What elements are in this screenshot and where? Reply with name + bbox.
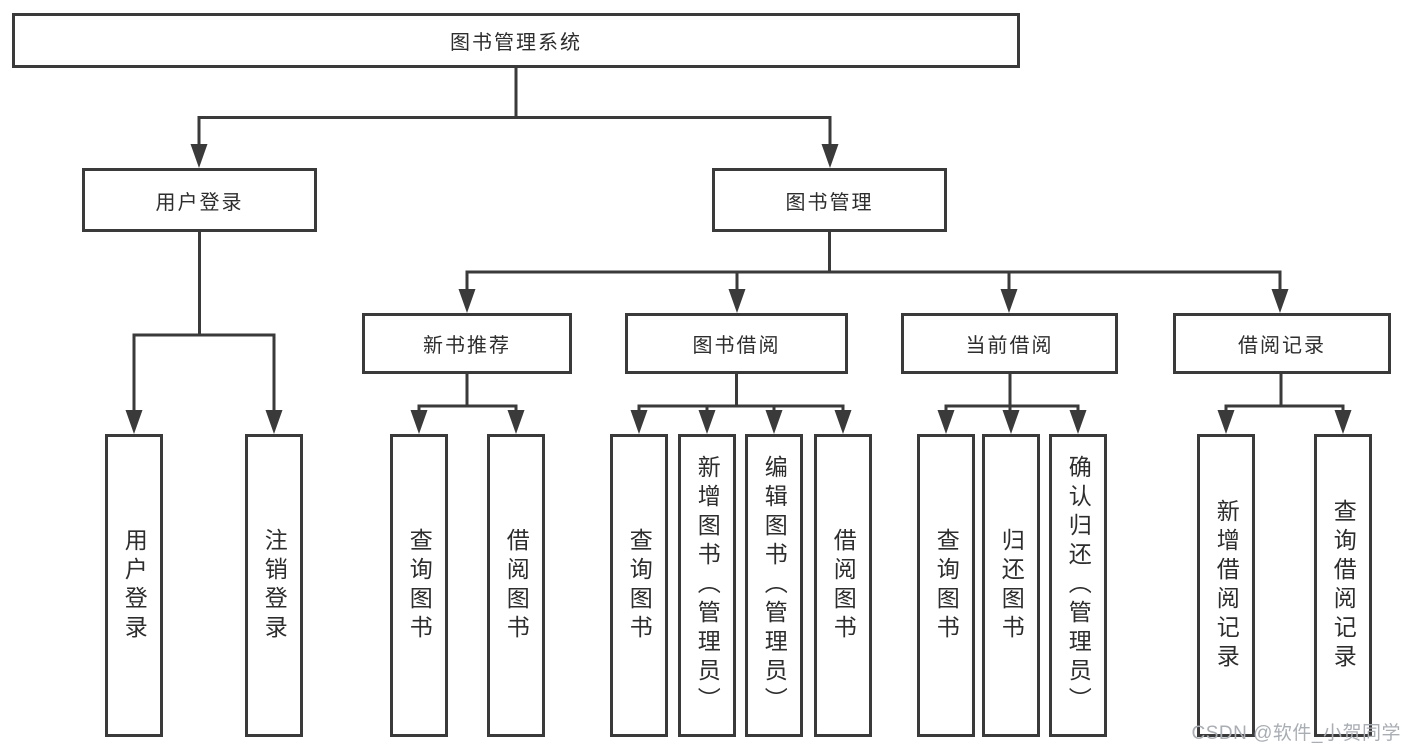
leaf-borrow-books-borrowing: 借阅图书 <box>814 434 872 737</box>
node-label: 新增借阅记录 <box>1213 498 1240 673</box>
node-label: 借阅图书 <box>503 527 530 644</box>
leaf-logout: 注销登录 <box>245 434 303 737</box>
leaf-add-borrow-record: 新增借阅记录 <box>1197 434 1255 737</box>
node-label: 确认归还（管理员） <box>1065 455 1092 716</box>
node-label: 当前借阅 <box>965 335 1054 357</box>
leaf-query-books-recommend: 查询图书 <box>390 434 448 737</box>
csdn-watermark: CSDN @软件_小贺同学 <box>1191 723 1401 744</box>
node-label: 图书管理系统 <box>450 32 582 54</box>
node-book-management: 图书管理 <box>712 168 947 232</box>
node-label: 编辑图书（管理员） <box>761 455 788 716</box>
node-label: 图书管理 <box>785 191 874 214</box>
leaf-user-login: 用户登录 <box>105 434 163 737</box>
node-label: 借阅记录 <box>1238 335 1326 357</box>
leaf-confirm-return-admin: 确认归还（管理员） <box>1049 434 1107 737</box>
node-label: 借阅图书 <box>830 527 857 644</box>
node-user-login: 用户登录 <box>82 168 317 232</box>
node-label: 归还图书 <box>998 527 1025 644</box>
node-label: 查询图书 <box>626 527 653 644</box>
leaf-edit-books-admin: 编辑图书（管理员） <box>745 434 803 737</box>
leaf-borrow-books-recommend: 借阅图书 <box>487 434 545 737</box>
node-label: 用户登录 <box>155 191 244 214</box>
arrowheads <box>125 144 1352 434</box>
leaf-query-books-borrowing: 查询图书 <box>610 434 668 737</box>
leaf-add-books-admin: 新增图书（管理员） <box>678 434 736 737</box>
leaf-query-borrow-record: 查询借阅记录 <box>1314 434 1372 737</box>
leaf-query-books-current: 查询图书 <box>917 434 975 737</box>
node-label: 查询图书 <box>406 527 433 644</box>
node-label: 新增图书（管理员） <box>694 455 721 716</box>
node-label: 新书推荐 <box>423 335 511 357</box>
node-label: 查询借阅记录 <box>1330 498 1357 673</box>
node-borrowing-records: 借阅记录 <box>1173 313 1391 374</box>
leaf-return-books: 归还图书 <box>982 434 1040 737</box>
node-label: 注销登录 <box>261 527 288 644</box>
node-label: 用户登录 <box>121 527 148 644</box>
node-current-borrowing: 当前借阅 <box>901 313 1118 374</box>
node-label: 查询图书 <box>933 527 960 644</box>
node-new-book-recommendation: 新书推荐 <box>362 313 572 374</box>
node-library-management-system: 图书管理系统 <box>12 13 1020 68</box>
node-label: 图书借阅 <box>692 335 781 357</box>
node-book-borrowing: 图书借阅 <box>625 313 848 374</box>
